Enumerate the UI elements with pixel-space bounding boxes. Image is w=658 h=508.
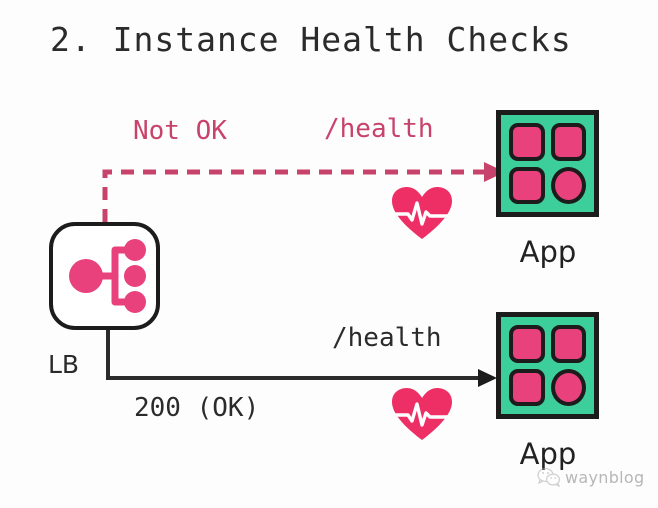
app-tile <box>509 123 545 161</box>
load-balancer-node <box>49 222 160 330</box>
healthy-response-label: 200 (OK) <box>134 393 260 423</box>
heart-pulse-icon <box>392 187 452 241</box>
wechat-logo-icon <box>537 467 561 487</box>
app-tile <box>509 166 545 204</box>
healthy-arrowhead <box>478 369 497 387</box>
app-tile <box>509 325 545 363</box>
heart-pulse-icon <box>392 388 452 442</box>
app-top-label: App <box>519 235 577 269</box>
app-bottom-label: App <box>519 437 577 471</box>
healthy-request-label: /health <box>332 323 442 353</box>
app-tile <box>509 368 545 406</box>
app-tile <box>550 123 586 161</box>
unhealthy-request-label: /health <box>324 114 434 144</box>
load-balancer-icon <box>69 239 146 313</box>
unhealthy-response-label: Not OK <box>133 116 227 146</box>
page-title: 2. Instance Health Checks <box>50 20 572 59</box>
app-tile <box>550 325 586 363</box>
app-tile-circle <box>550 166 586 204</box>
watermark-text: waynblog <box>565 467 645 487</box>
app-node-top <box>496 110 599 217</box>
load-balancer-label: LB <box>48 350 80 379</box>
watermark: waynblog <box>537 467 644 487</box>
app-tile-circle <box>550 368 586 406</box>
app-node-bottom <box>496 312 599 419</box>
